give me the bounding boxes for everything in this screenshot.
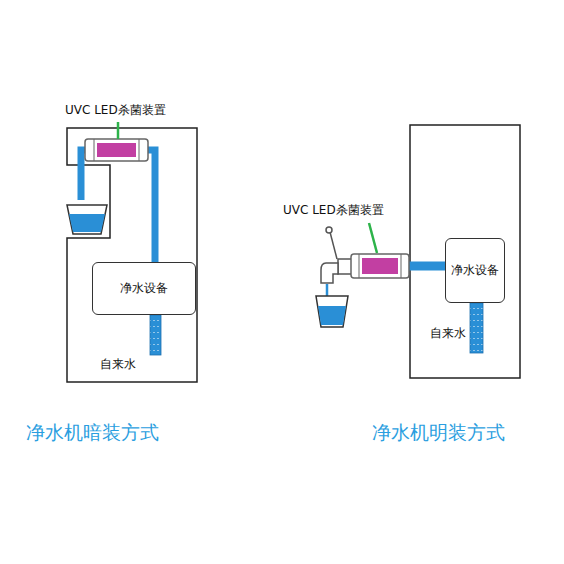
part-label: UVC LED杀菌装置 xyxy=(283,203,384,217)
water xyxy=(69,214,105,232)
cabinet-outline xyxy=(410,125,520,378)
uvc-lamp xyxy=(362,258,398,274)
uvc-device xyxy=(85,139,148,161)
water xyxy=(318,306,346,325)
faucet xyxy=(321,227,352,283)
leader-line xyxy=(117,122,120,139)
water-cup xyxy=(67,205,107,234)
water-pipe xyxy=(408,262,448,271)
part-label: UVC LED杀菌装置 xyxy=(65,103,166,117)
box-label: 净水设备 xyxy=(120,280,168,297)
box-label: 净水设备 xyxy=(451,262,499,279)
leader-line xyxy=(369,223,377,253)
uvc-device xyxy=(351,254,409,278)
caption: 净水机暗装方式 xyxy=(26,421,159,444)
device-box: 净水设备 xyxy=(445,238,505,303)
device-box: 净水设备 xyxy=(92,262,196,315)
cabinet-outline xyxy=(67,128,197,382)
caption: 净水机明装方式 xyxy=(372,421,505,444)
water-cup xyxy=(316,296,348,327)
tap-water-pipe xyxy=(150,315,161,355)
part-label: 自来水 xyxy=(100,357,136,371)
tap-water-pipe xyxy=(470,303,483,353)
part-label: 自来水 xyxy=(430,326,466,340)
uvc-lamp xyxy=(97,143,136,157)
